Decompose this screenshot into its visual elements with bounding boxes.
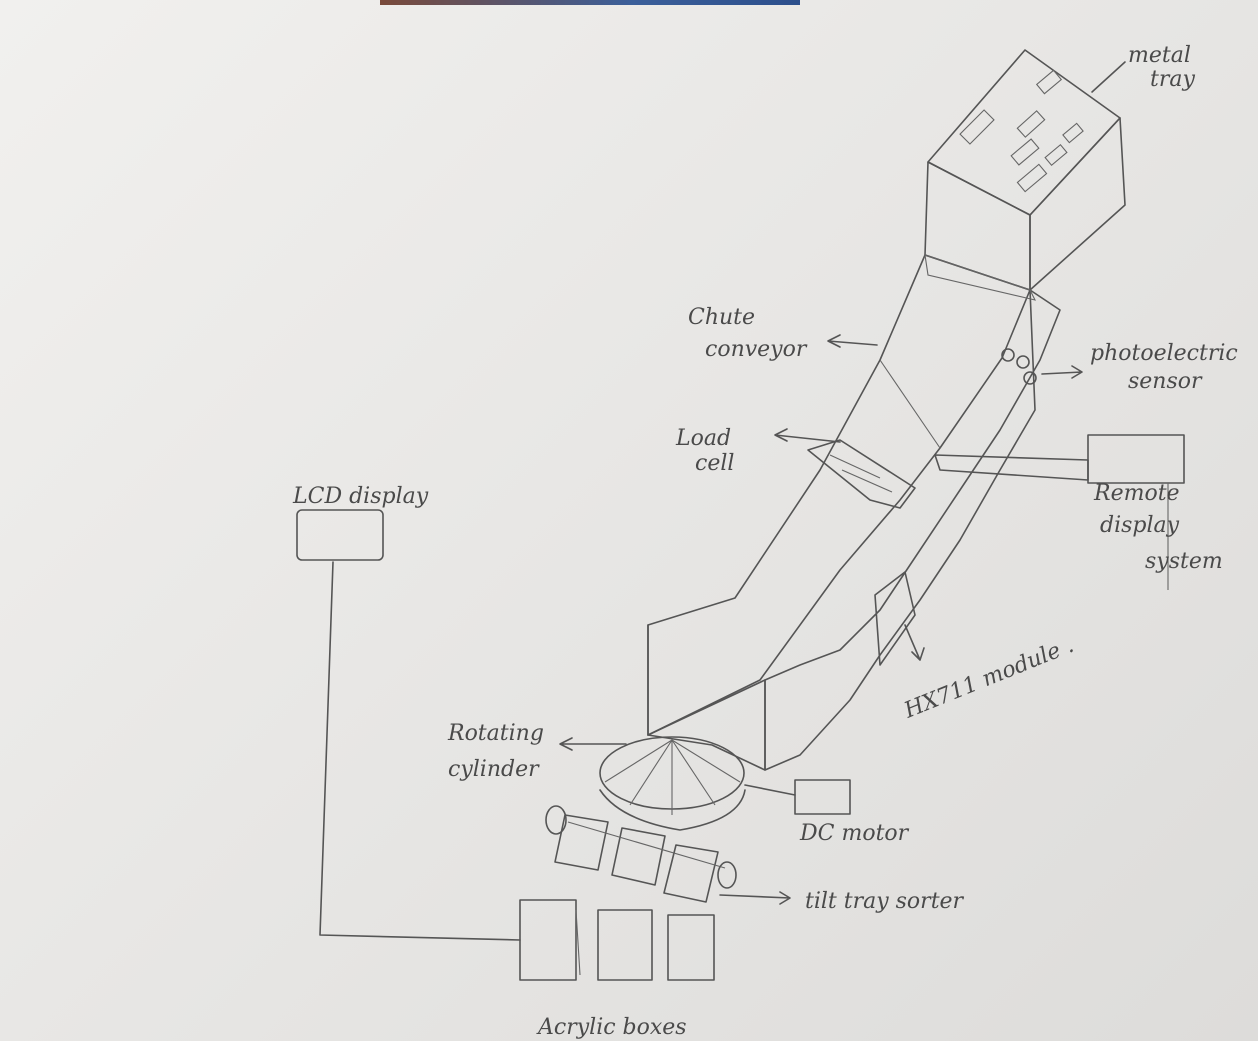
photoelectric-sensor bbox=[1002, 349, 1036, 384]
load-cell-label-line1: Load bbox=[675, 426, 731, 451]
metal-tray bbox=[925, 50, 1125, 290]
chute-conveyor-label-line2: conveyor bbox=[705, 337, 808, 362]
photoelectric-sensor-label-line1: photoelectric bbox=[1090, 341, 1238, 366]
tray-slot bbox=[960, 70, 1083, 191]
hx711-label: HX711 module . bbox=[900, 633, 1077, 724]
dc-motor-label: DC motor bbox=[799, 821, 910, 846]
remote-display-label-line2: display bbox=[1100, 513, 1180, 538]
acrylic-boxes-label: Acrylic boxes bbox=[536, 1015, 687, 1040]
tilt-tray-label: tilt tray sorter bbox=[805, 889, 965, 914]
load-cell bbox=[808, 440, 915, 508]
dc-motor bbox=[795, 780, 850, 814]
acrylic-boxes bbox=[520, 900, 714, 980]
load-cell-label-line2: cell bbox=[695, 451, 734, 476]
lcd-display-label: LCD display bbox=[292, 484, 429, 509]
metal-tray-label-line1: metal bbox=[1128, 43, 1191, 68]
photoelectric-sensor-label-line2: sensor bbox=[1128, 369, 1203, 394]
remote-display-label-line1: Remote bbox=[1093, 481, 1180, 506]
chute-conveyor-label-line1: Chute bbox=[688, 305, 755, 330]
hx711-module bbox=[875, 572, 915, 665]
rotating-cylinder-label-line2: cylinder bbox=[448, 757, 540, 782]
chute-conveyor bbox=[648, 255, 1060, 770]
metal-tray-label-line2: tray bbox=[1150, 67, 1195, 92]
leader-arrows bbox=[560, 62, 1168, 904]
remote-display-label-line3: system bbox=[1145, 549, 1223, 574]
rotating-cylinder-label-line1: Rotating bbox=[447, 721, 544, 746]
remote-display-box bbox=[935, 435, 1184, 483]
